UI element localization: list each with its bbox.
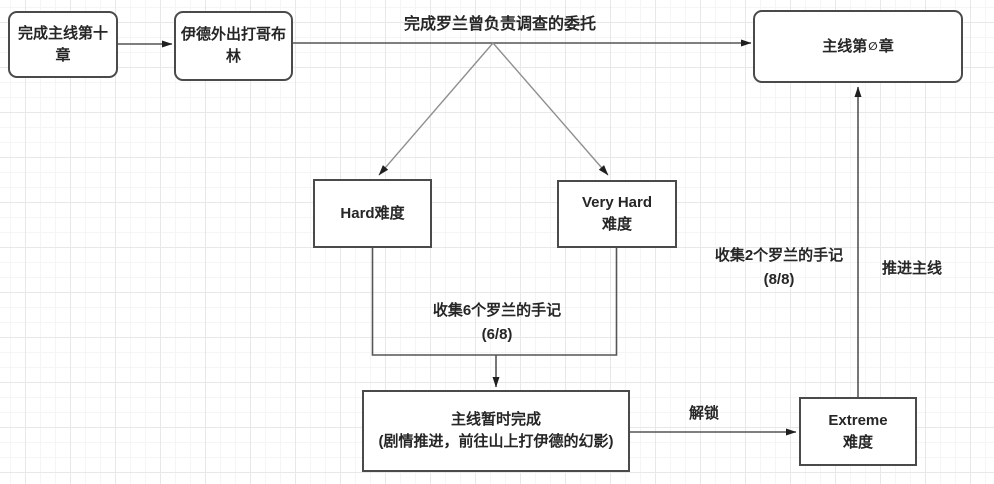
node-chapter0-label: 主线第 ∅ 章 [822, 36, 893, 58]
node-start-label-line1: 完成主线第十 [17, 24, 108, 42]
edge-branch-to-veryhard [492, 42, 609, 176]
edge-label-collect6-line1: 收集6个罗兰的手记 [432, 302, 562, 319]
empty-set-symbol: ∅ [868, 40, 878, 53]
edge-label-collect6: 收集6个罗兰的手记 (6/8) [433, 299, 561, 347]
node-hard: Hard难度 [313, 179, 432, 248]
edge-label-quest: 完成罗兰曾负责调查的委托 [403, 16, 597, 33]
node-start-label-line2: 章 [55, 46, 71, 64]
node-main-done-label-line2: (剧情推进，前往山上打伊德的幻影) [378, 433, 614, 450]
edge-label-advance: 推进主线 [881, 260, 943, 277]
node-main-done: 主线暂时完成 (剧情推进，前往山上打伊德的幻影) [362, 390, 630, 472]
node-goblin-label-line2: 林 [225, 48, 241, 65]
node-start: 完成主线第十 章 [8, 11, 118, 78]
edge-label-collect2-line2: (8/8) [763, 271, 795, 288]
edge-difficulty-merge [371, 248, 618, 356]
node-extreme-label-line2: 难度 [842, 433, 873, 451]
node-main-done-label-line1: 主线暂时完成 [450, 411, 541, 429]
edge-label-collect2-line1: 收集2个罗兰的手记 [714, 247, 844, 264]
edge-label-collect6-line2: (6/8) [481, 326, 513, 343]
node-goblin-label-line1: 伊德外出打哥布 [180, 26, 286, 44]
node-chapter0: 主线第 ∅ 章 [753, 10, 963, 83]
node-hard-label: Hard难度 [340, 204, 405, 222]
node-extreme: Extreme 难度 [799, 397, 917, 466]
edge-label-unlock: 解锁 [688, 405, 720, 422]
node-very-hard-label-line2: 难度 [601, 216, 632, 233]
node-chapter0-suffix: 章 [878, 37, 894, 55]
edge-label-collect2: 收集2个罗兰的手记 (8/8) [715, 244, 843, 292]
node-very-hard: Very Hard 难度 [557, 180, 677, 248]
node-extreme-label-line1: Extreme [828, 411, 888, 429]
edge-branch-to-hard [378, 42, 494, 176]
node-very-hard-label-line1: Very Hard [581, 194, 653, 212]
node-goblin: 伊德外出打哥布 林 [174, 11, 293, 81]
node-chapter0-prefix: 主线第 [822, 37, 868, 55]
